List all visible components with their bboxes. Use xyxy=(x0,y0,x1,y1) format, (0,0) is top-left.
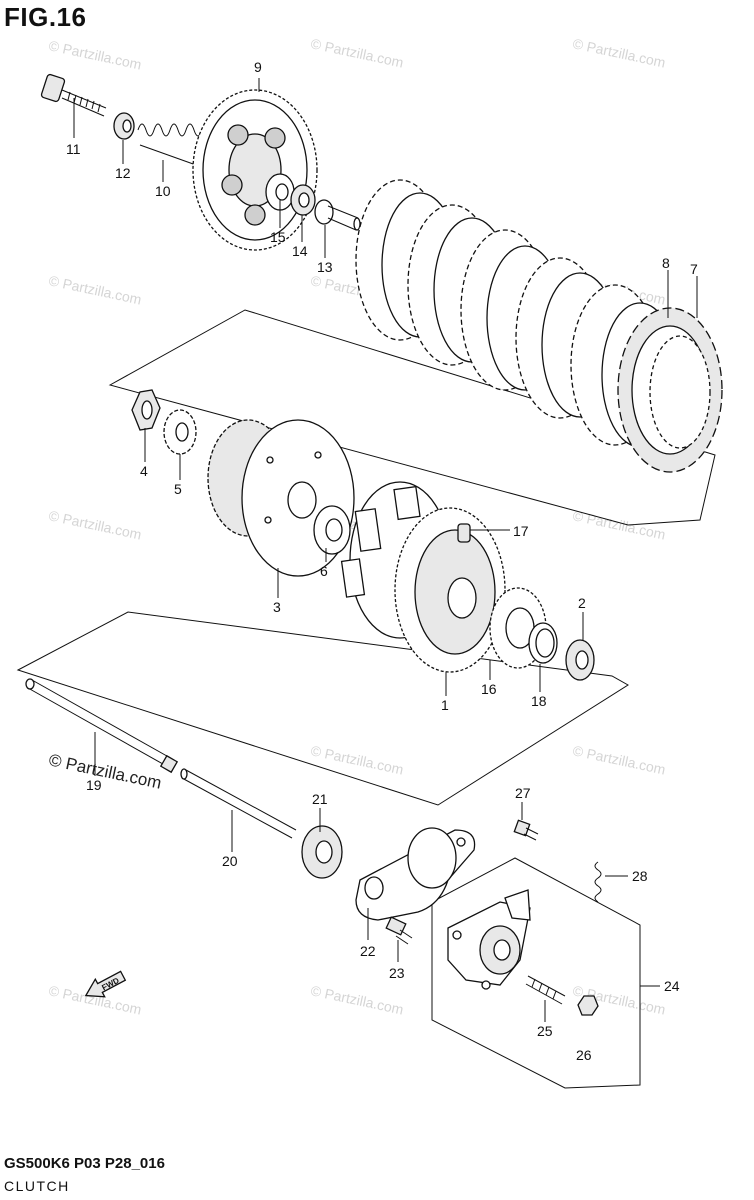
part-4-nut xyxy=(131,389,161,431)
part-5-lock-washer xyxy=(163,409,197,455)
callout-10: 10 xyxy=(155,183,171,199)
callout-18: 18 xyxy=(531,693,547,709)
callout-16: 16 xyxy=(481,681,497,697)
callout-17: 17 xyxy=(513,523,529,539)
watermark: © Partzilla.com xyxy=(571,742,667,777)
callout-6: 6 xyxy=(320,563,328,579)
part-24-release-mechanism xyxy=(447,889,531,990)
part-22-gasket xyxy=(355,827,476,921)
part-19-push-rod xyxy=(25,678,179,774)
part-9-pressure-plate xyxy=(192,89,318,251)
part-10-spring xyxy=(137,123,203,166)
callout-26: 26 xyxy=(576,1047,592,1063)
callout-14: 14 xyxy=(292,243,308,259)
callout-25: 25 xyxy=(537,1023,553,1039)
part-2-washer xyxy=(565,639,595,681)
watermark: © Partzilla.com xyxy=(309,35,405,70)
callout-27: 27 xyxy=(515,785,531,801)
part-13-push-piece xyxy=(314,199,361,231)
callout-22: 22 xyxy=(360,943,376,959)
leader-lines xyxy=(73,78,698,1022)
callout-11: 11 xyxy=(66,141,81,157)
callout-9: 9 xyxy=(254,59,262,75)
callout-19: 19 xyxy=(86,777,102,793)
callout-numbers: 9 11 12 10 15 14 13 8 7 4 5 3 6 17 2 1 1… xyxy=(66,59,698,1063)
figure-title: FIG.16 xyxy=(4,2,87,32)
callout-1: 1 xyxy=(441,697,449,713)
part-27-bolt xyxy=(513,819,539,841)
watermark: © Partzilla.com xyxy=(571,507,667,542)
part-18-circlip xyxy=(528,622,558,664)
callout-20: 20 xyxy=(222,853,238,869)
part-28-spring xyxy=(594,861,602,903)
part-12-washer xyxy=(113,112,135,140)
callout-21: 21 xyxy=(312,791,328,807)
watermark: © Partzilla.com xyxy=(309,742,405,777)
callout-12: 12 xyxy=(115,165,131,181)
part-6-thrust-washer xyxy=(313,505,351,555)
diagram-code: GS500K6 P03 P28_016 xyxy=(4,1155,165,1172)
part-1-clutch-housing xyxy=(340,481,506,673)
watermark-strong: © Partzilla.com xyxy=(47,750,163,792)
part-7-8-clutch-plate-stack xyxy=(355,179,723,473)
part-14-bearing xyxy=(290,184,316,216)
part-21-oil-seal xyxy=(301,825,343,879)
callout-23: 23 xyxy=(389,965,405,981)
part-25-adjusting-screw xyxy=(525,975,566,1005)
callout-24: 24 xyxy=(664,978,680,994)
callout-2: 2 xyxy=(578,595,586,611)
part-26-lock-nut xyxy=(577,995,599,1016)
callout-28: 28 xyxy=(632,868,648,884)
callout-4: 4 xyxy=(140,463,148,479)
part-20-push-rod xyxy=(180,768,297,839)
watermark: © Partzilla.com xyxy=(47,507,143,542)
callout-8: 8 xyxy=(662,255,670,271)
assembly-name: CLUTCH xyxy=(4,1178,70,1194)
watermark: © Partzilla.com xyxy=(309,982,405,1017)
release-group-outline xyxy=(431,857,641,1089)
part-17-spacer xyxy=(457,523,471,543)
clutch-hub-group-outline xyxy=(108,309,716,526)
callout-13: 13 xyxy=(317,259,333,275)
watermark: © Partzilla.com xyxy=(47,272,143,307)
callout-7: 7 xyxy=(690,261,698,277)
callout-3: 3 xyxy=(273,599,281,615)
part-11-bolt xyxy=(40,73,107,117)
watermark: © Partzilla.com xyxy=(571,35,667,70)
shaft-group-outline xyxy=(16,611,629,806)
watermark: © Partzilla.com xyxy=(47,37,143,72)
callout-15: 15 xyxy=(270,229,286,245)
callout-5: 5 xyxy=(174,481,182,497)
part-23-bolt xyxy=(385,916,413,945)
group-outlines xyxy=(16,309,716,1089)
